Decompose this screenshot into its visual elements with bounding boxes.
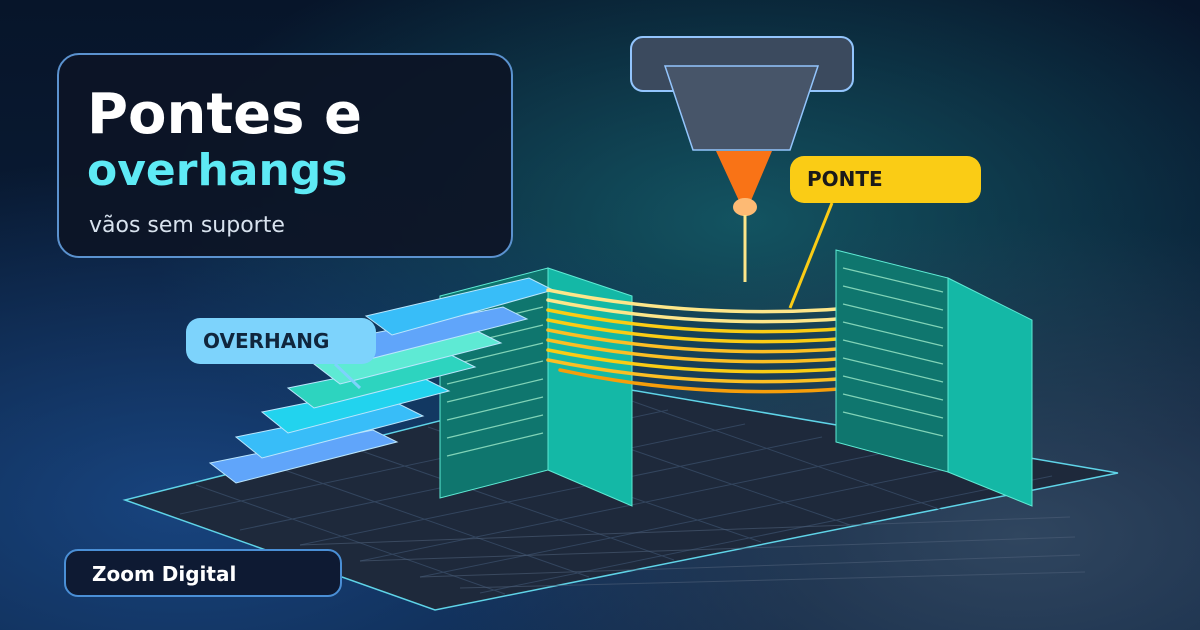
page-title: Pontes e	[87, 82, 362, 147]
brand-name: Zoom Digital	[92, 562, 237, 586]
print-nozzle-icon	[630, 36, 854, 282]
page-subtitle: vãos sem suporte	[89, 213, 285, 238]
overhang-layers	[208, 277, 555, 484]
page-title-highlight: overhangs	[87, 145, 348, 196]
ponte-callout: PONTE	[790, 156, 981, 203]
overhang-callout: OVERHANG	[186, 318, 376, 364]
brand-badge: Zoom Digital	[64, 549, 342, 597]
overhang-leader-line	[333, 362, 362, 390]
ponte-leader-line	[788, 202, 834, 309]
title-card: Pontes e overhangs vãos sem suporte	[57, 53, 513, 258]
right-pillar	[835, 249, 1033, 507]
